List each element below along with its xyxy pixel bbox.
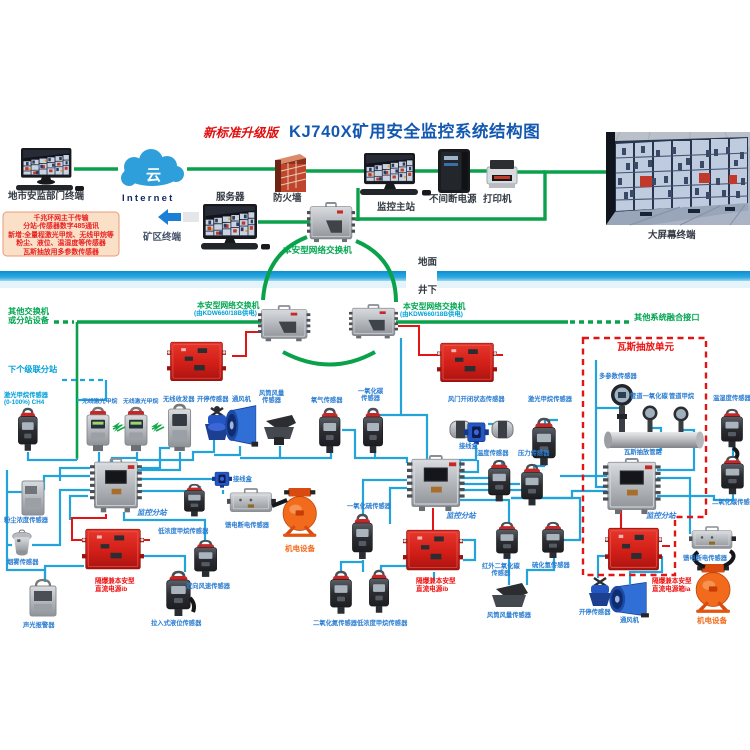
svg-text:云: 云	[146, 167, 161, 184]
